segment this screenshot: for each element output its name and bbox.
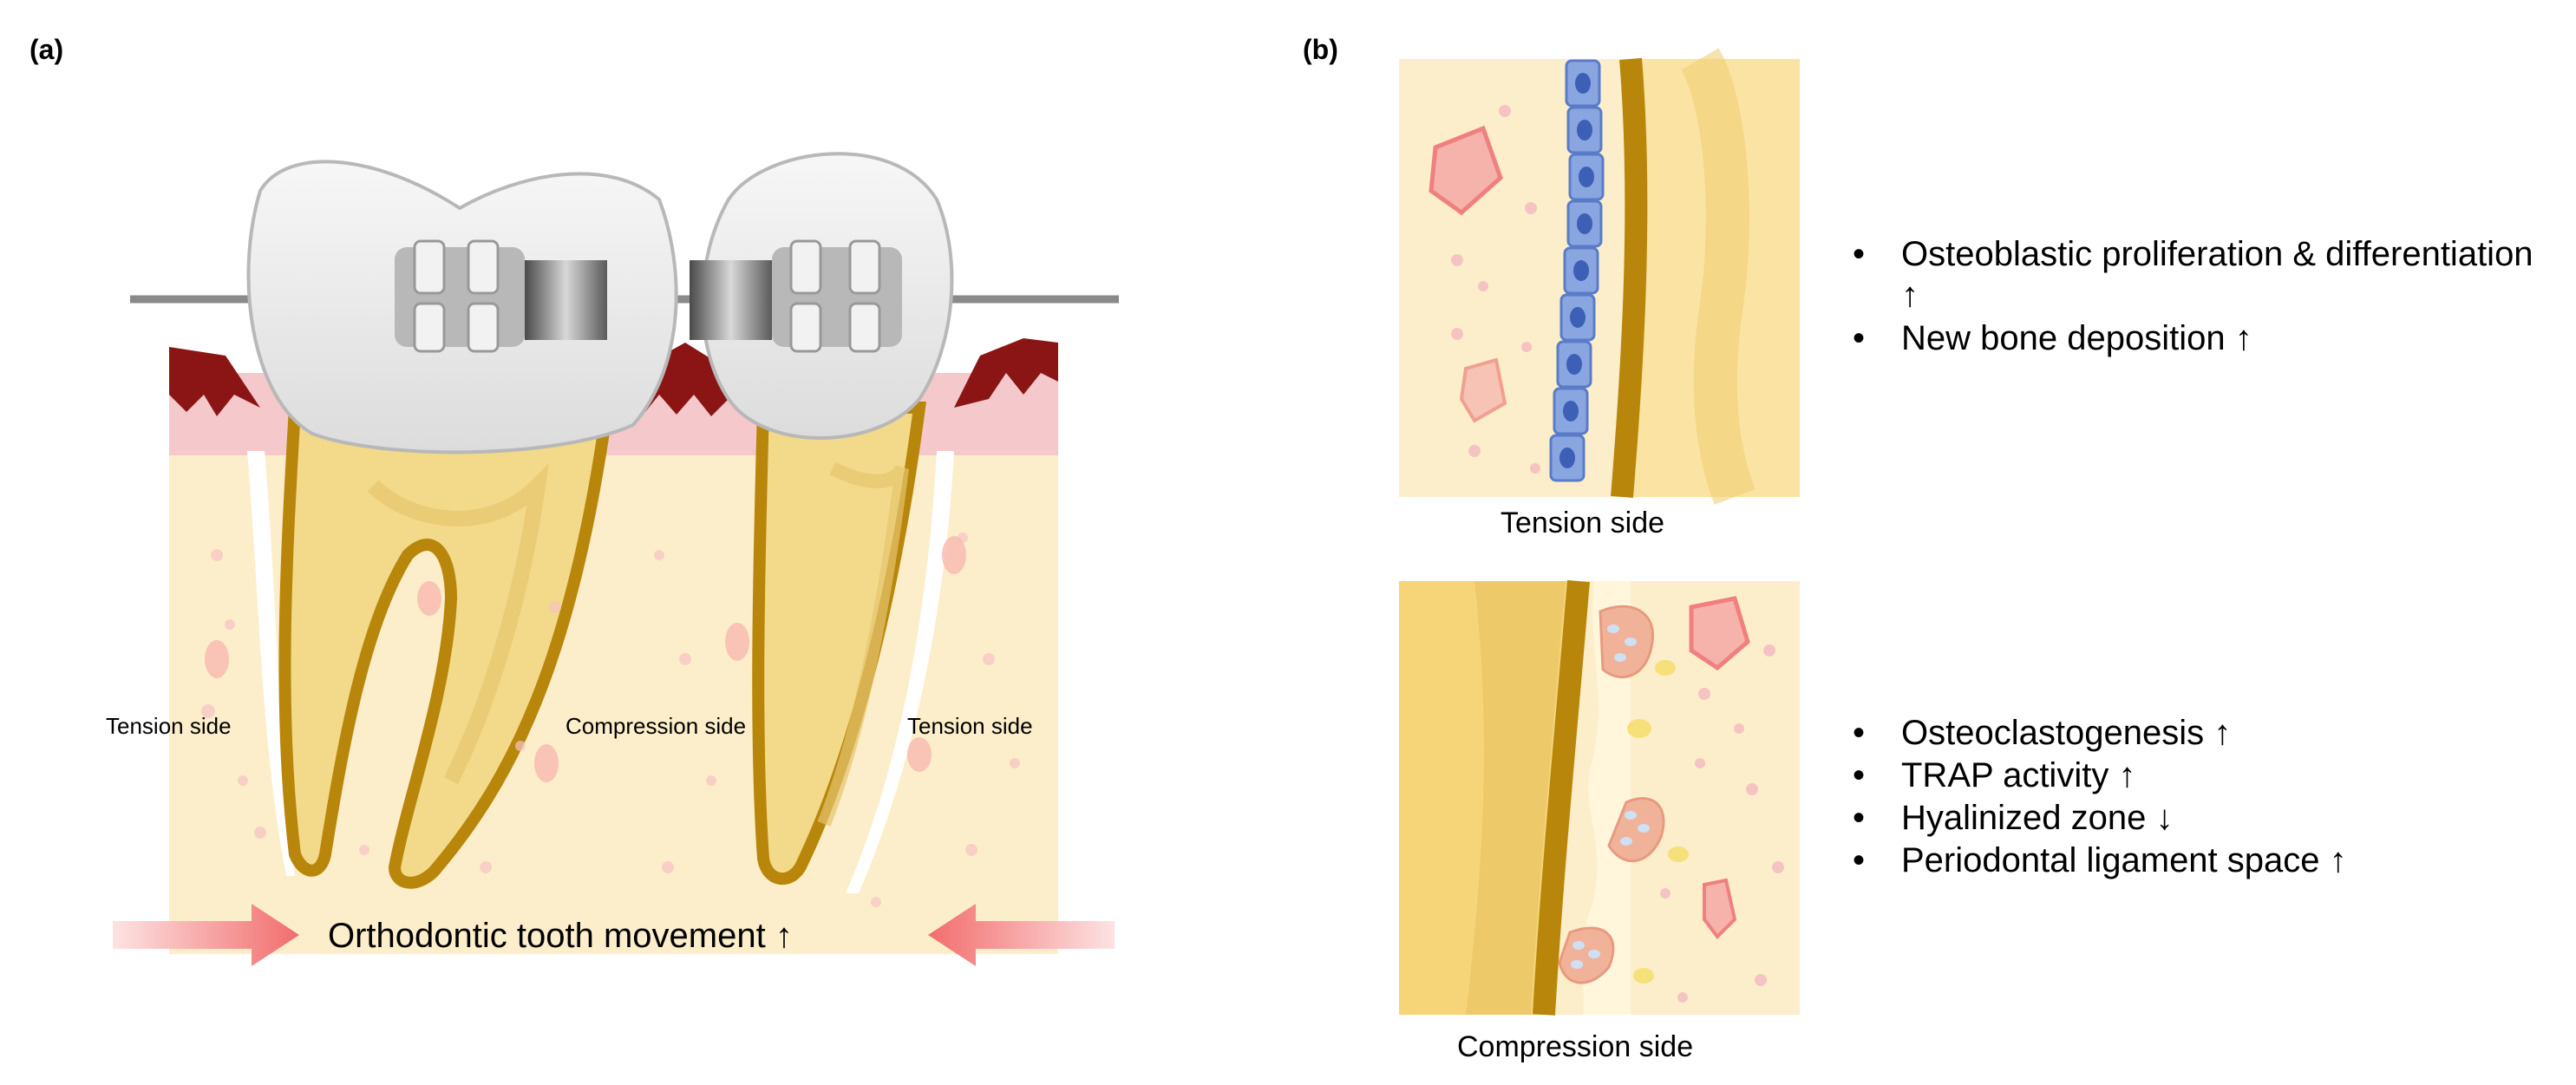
compression-side-label-middle: Compression side [566,713,746,739]
buccal-tube-left [525,260,607,340]
compression-effect-2: TRAP activity ↑ [1901,756,2135,794]
panel-b-label: (b) [1303,34,1338,65]
bullet-dot: • [1853,756,1865,794]
tension-side-label-left: Tension side [106,713,232,739]
tooth-movement-label: Orthodontic tooth movement ↑ [328,917,793,955]
compression-caption: Compression side [1457,1030,1693,1063]
gingiva-tip-right [954,338,1058,408]
tension-detail-image [1399,48,1800,505]
osteoclasts [1558,605,1665,984]
bone-speckles [201,533,1020,907]
tension-effects-list: • Osteoblastic proliferation & different… [1853,235,2534,357]
panel-a-label: (a) [29,34,63,65]
compression-detail-image [1399,579,1800,1016]
force-arrow-right [928,904,1115,966]
pdl-space-right [846,451,954,893]
bullet-dot: • [1853,841,1865,879]
tension-effect-2: New bone deposition ↑ [1901,319,2252,357]
molar-root-highlight [367,463,549,785]
force-arrow-left [113,904,299,966]
osteoblast-column [1549,59,1605,482]
tension-caption: Tension side [1500,507,1664,539]
premolar-root-highlight [817,461,909,827]
tension-effect-1-arrow: ↑ [1901,276,1919,314]
compression-effect-4: Periodontal ligament space ↑ [1901,841,2347,879]
bullet-dot: • [1853,235,1865,273]
tension-effect-1: Osteoblastic proliferation & differentia… [1901,235,2534,273]
tension-side-label-right: Tension side [907,713,1033,739]
compression-effect-1: Osteoclastogenesis ↑ [1901,714,2231,752]
premolar-bracket [772,239,902,353]
molar-bracket [395,239,525,353]
bone-pits [205,536,966,782]
buccal-tube-right [690,260,772,340]
compression-effect-3: Hyalinized zone ↓ [1901,799,2174,837]
bullet-dot: • [1853,799,1865,837]
gingiva-tip-left [169,347,260,416]
compression-effects-list: • Osteoclastogenesis ↑ • TRAP activity ↑… [1853,714,2347,879]
bullet-dot: • [1853,714,1865,752]
bullet-dot: • [1853,319,1865,357]
panel-a-illustration [113,152,1119,966]
